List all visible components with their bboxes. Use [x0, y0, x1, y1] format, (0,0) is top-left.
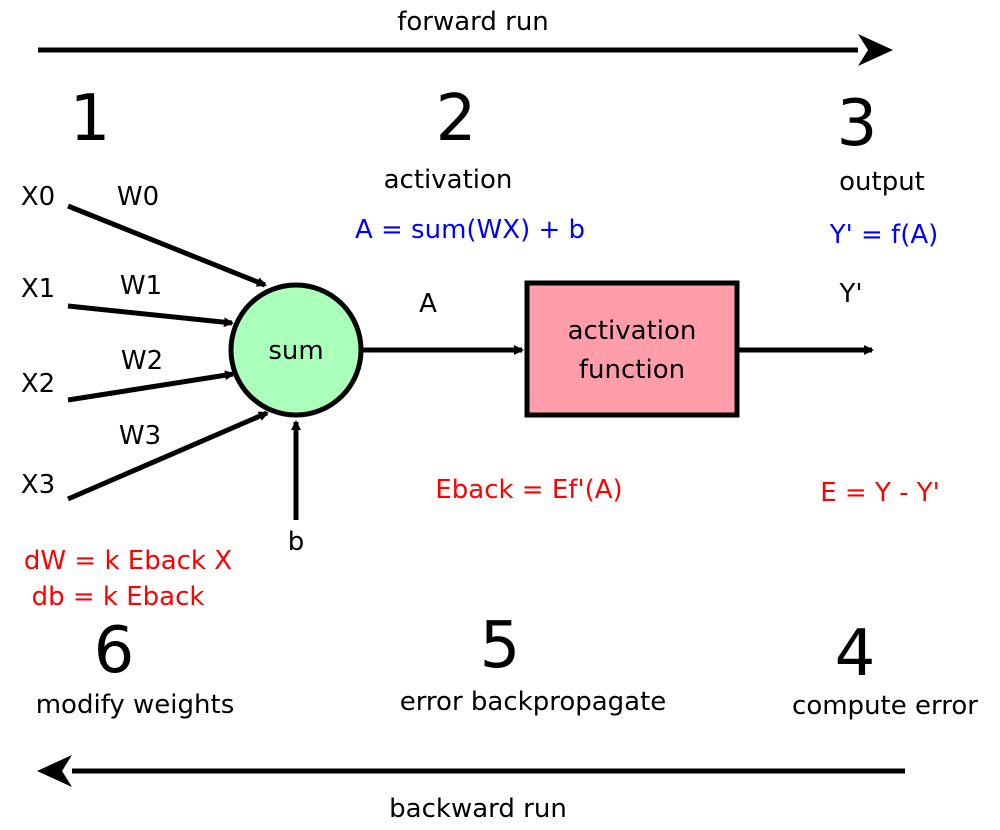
- input-arrow-3: [67, 410, 269, 502]
- step-4-number: 4: [835, 617, 876, 691]
- step-2-number: 2: [436, 82, 477, 156]
- input-arrow-0: [67, 203, 267, 288]
- input-arrow-1: [67, 303, 234, 328]
- input-x3-label: X3: [21, 470, 55, 500]
- step-6-number: 6: [94, 614, 135, 688]
- eback-formula: Eback = Ef'(A): [435, 475, 622, 505]
- activation-value-label: A: [419, 289, 437, 319]
- weight-w0-label: W0: [117, 182, 159, 212]
- step-4-label: compute error: [792, 691, 978, 721]
- input-x0-label: X0: [21, 182, 55, 212]
- backward-run-arrowhead: [37, 755, 72, 787]
- input-x2-label: X2: [21, 369, 55, 399]
- activation-function-label-line2: function: [579, 355, 685, 385]
- weight-w1-label: W1: [120, 271, 162, 301]
- step-3-label: output: [839, 167, 925, 197]
- output-value-label: Y': [838, 279, 862, 309]
- backward-run-label: backward run: [389, 794, 567, 824]
- activation-formula: A = sum(WX) + b: [355, 215, 585, 245]
- weight-w3-label: W3: [119, 421, 161, 451]
- forward-run-arrowhead: [858, 34, 893, 66]
- activation-function-box: [524, 280, 740, 418]
- bias-label: b: [288, 527, 305, 557]
- step-5-number: 5: [480, 609, 521, 683]
- error-formula: E = Y - Y': [820, 478, 940, 508]
- dw-formula: dW = k Eback X: [24, 546, 232, 576]
- input-arrow-2: [67, 370, 235, 403]
- step-5-label: error backpropagate: [400, 687, 667, 717]
- db-formula: db = k Eback: [32, 582, 205, 612]
- sum-node-label: sum: [268, 336, 323, 366]
- step-3-number: 3: [837, 87, 878, 161]
- step-6-label: modify weights: [36, 690, 235, 720]
- step-1-number: 1: [70, 82, 111, 156]
- activation-function-label-line1: activation: [568, 316, 697, 346]
- forward-run-label: forward run: [397, 7, 549, 37]
- output-formula: Y' = f(A): [829, 220, 939, 250]
- weight-w2-label: W2: [121, 346, 163, 376]
- input-x1-label: X1: [21, 274, 55, 304]
- step-2-label: activation: [384, 165, 513, 195]
